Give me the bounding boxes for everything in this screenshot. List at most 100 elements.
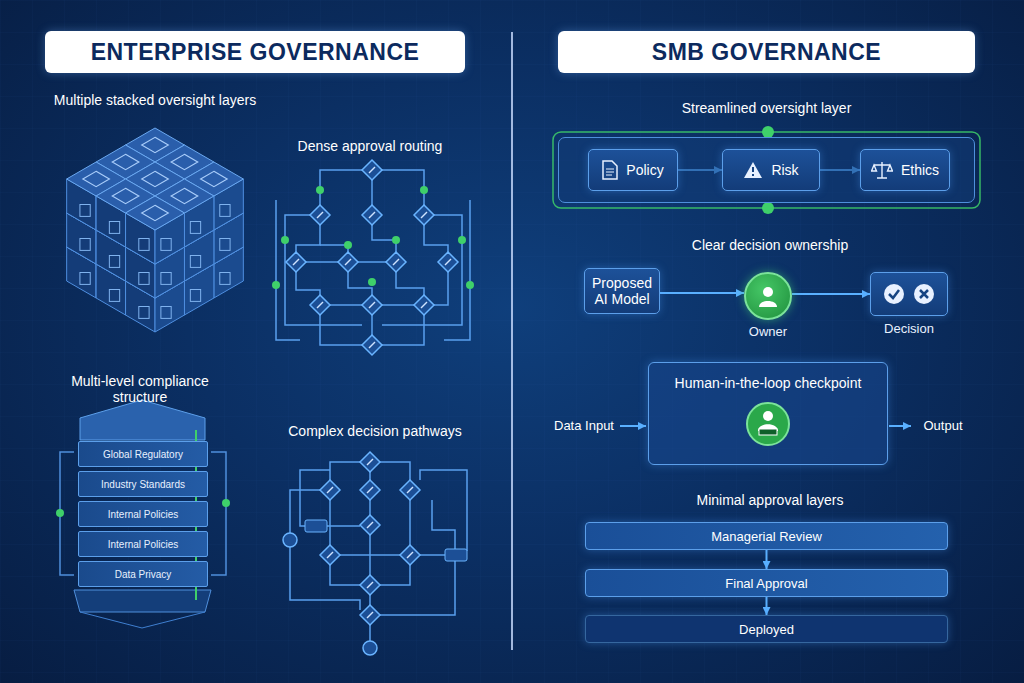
route-line [424,225,448,252]
route-line [371,180,373,205]
divider [511,32,513,650]
gavel-icon [345,259,351,265]
route-line [340,554,400,556]
reviewer-circle [747,403,789,445]
cube-icon [142,205,168,220]
band-node: Internal Policies [78,531,208,557]
check-dot [762,202,774,214]
gavel-icon [369,212,375,218]
cube-icon [139,239,149,251]
gavel-icon [393,259,399,265]
node-text: ENTERPRISE GOVERNANCE [91,39,420,66]
cube-icon [109,290,119,302]
status-dot [222,499,230,507]
cube-icon [171,154,197,169]
decision-diamond [386,252,406,272]
cube-icon [139,273,149,285]
check-icon [883,283,905,305]
gavel-icon [367,459,373,465]
node-text: Data Privacy [115,569,172,580]
node-text: Proposed AI Model [591,275,653,307]
route-line [420,470,467,551]
cube-cluster [67,128,244,332]
process-box [445,549,467,561]
cube-icon [112,154,138,169]
node-text: Human-in-the-loop checkpoint [675,375,862,391]
node-text: Internal Policies [108,539,179,550]
box-node: Risk [722,149,820,191]
person-head [763,287,773,297]
cube-icon [161,239,171,251]
gavel-icon [407,552,413,558]
document-icon [602,160,618,180]
band-node: Industry Standards [78,471,208,497]
stack-base-edge [80,612,205,628]
node-caption: Streamlined oversight layer [559,100,974,116]
status-dot [56,509,64,517]
section-label: Multi-level compliance structure [60,373,220,405]
gavel-icon [421,212,427,218]
box-node: Ethics [860,149,950,191]
cube-icon [80,239,90,251]
cube-icon [142,137,168,152]
route-line [369,595,371,605]
route-line [371,315,373,335]
node-text: Policy [626,162,663,178]
route-line [382,315,424,345]
cube-face [126,196,185,230]
routing-flowchart [272,160,474,355]
cube-icon [220,273,230,285]
decision-diamond [438,252,458,272]
cube-icon [171,188,197,203]
decision-diamond [338,252,358,272]
route-line [382,304,414,306]
node-text: Managerial Review [711,529,822,544]
decision-diamond [310,295,330,315]
pathway-flowchart [283,452,467,655]
connector-arrow [792,293,870,295]
decision-diamond [362,335,382,355]
route-line [300,470,330,526]
route-line [296,272,320,295]
connector-arrow [766,597,768,615]
decision-diamond [414,205,434,225]
cube-icon [109,256,119,268]
document-outline [603,161,617,179]
section-label: Data Input [548,418,620,433]
route-line [369,472,371,480]
route-line [380,462,410,480]
warning-mark [752,167,754,176]
box-node: Deployed [585,615,948,643]
route-line [330,565,360,585]
scales-lines [871,162,892,178]
section-label: Complex decision pathways [275,423,475,439]
gavel-icon [317,212,323,218]
decision-diamond [360,575,380,595]
cube-icon [83,171,109,186]
gavel-icon [367,522,373,528]
route-line [382,170,424,205]
route-line [369,625,371,641]
cube-icon [109,222,119,234]
cube-icon [80,205,90,217]
decision-diamond [362,295,382,315]
status-dot [368,278,376,286]
gavel-icon [369,167,375,173]
route-line [369,500,371,515]
cube-icon [220,205,230,217]
cube-icon [161,273,171,285]
check-circle [884,284,904,304]
section-label: Multiple stacked oversight layers [40,92,270,108]
gavel-icon [293,259,299,265]
node-caption: Decision [884,321,934,336]
process-box [305,520,327,532]
reviewer-head [763,411,773,421]
decision-diamond [362,160,382,180]
cube-icon [161,307,171,319]
route-line [320,170,362,205]
scales-icon [871,160,893,180]
route-line [420,554,445,556]
bracket [211,452,226,575]
stack-top [80,400,205,440]
